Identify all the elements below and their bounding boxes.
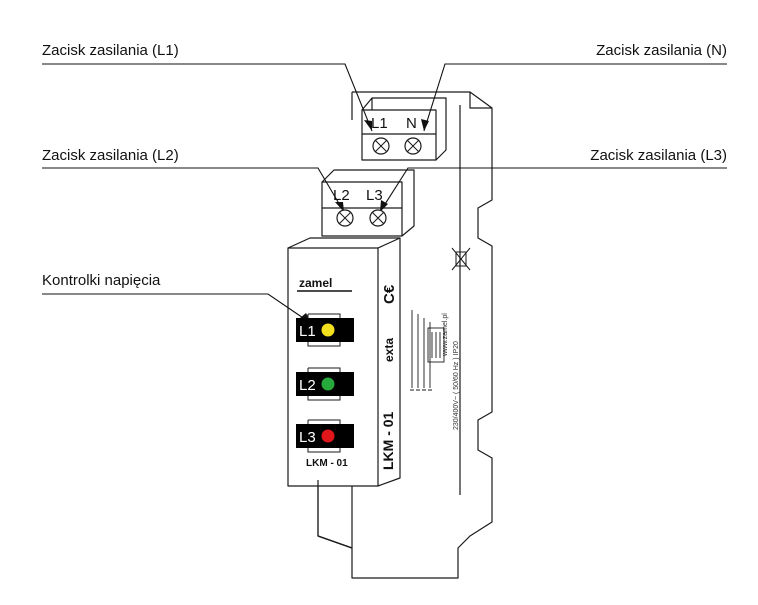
terminal-screws <box>336 137 422 227</box>
callout-supply-l2: Zacisk zasilania (L2) <box>42 147 179 164</box>
leader-n <box>423 63 727 132</box>
wiring-schematic <box>410 310 445 391</box>
led-label: L2 <box>299 377 316 394</box>
led-dot-icon <box>321 377 335 391</box>
housing-outline <box>317 91 493 579</box>
ce-mark: C€ <box>381 284 398 304</box>
leader-l3 <box>379 167 727 213</box>
callout-supply-l3: Zacisk zasilania (L3) <box>590 147 727 164</box>
side-spec-line-1: 230/400V~ ( 50/60 Hz ) IP20 <box>453 341 460 430</box>
callout-indicators: Kontrolki napięcia <box>42 272 161 289</box>
led-label: L3 <box>299 429 316 446</box>
side-model-label: LKM - 01 <box>380 411 396 470</box>
weee-bin-icon <box>451 247 471 271</box>
led-dot-icon <box>321 323 335 337</box>
led-l3: L3 <box>296 419 354 453</box>
led-label: L1 <box>299 323 316 340</box>
callout-supply-l1: Zacisk zasilania (L1) <box>42 42 179 59</box>
terminal-label-n: N <box>406 115 417 132</box>
front-model-label: LKM - 01 <box>306 458 348 469</box>
leader-indicators <box>42 293 313 325</box>
leader-lines <box>42 63 727 325</box>
svg-text:zamel: zamel <box>299 276 332 290</box>
led-l1: L1 <box>296 313 354 347</box>
callout-supply-n: Zacisk zasilania (N) <box>596 42 727 59</box>
terminal-label-l2: L2 <box>333 187 350 204</box>
side-exta-logo: exta <box>382 338 396 362</box>
leader-l2 <box>42 167 345 213</box>
brand-logo: zamel <box>296 274 352 292</box>
leader-l1 <box>42 63 373 132</box>
side-spec-line-2: www.zamel.pl <box>442 313 449 357</box>
terminal-label-l1: L1 <box>371 115 388 132</box>
led-dot-icon <box>321 429 335 443</box>
terminal-label-l3: L3 <box>366 187 383 204</box>
led-l2: L2 <box>296 367 354 401</box>
